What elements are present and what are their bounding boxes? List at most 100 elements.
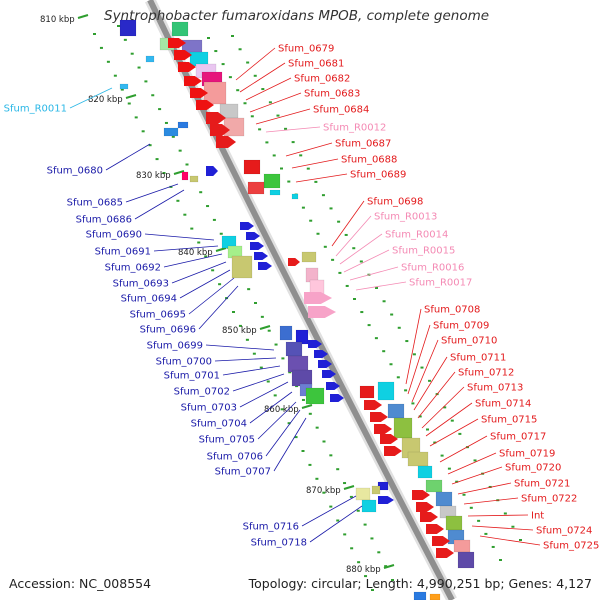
gene-label-sfum_0699-leader (205, 344, 275, 351)
kbp-tick-label: 870 kbp (306, 486, 341, 496)
gene-label-sfum_0694-leader (179, 269, 231, 299)
track-dot-right-outer (458, 432, 462, 435)
track-dot-right-outer (519, 539, 522, 541)
gene-block (181, 171, 189, 181)
track-dot-left-outer (183, 213, 187, 216)
gene-label-sfum_0682-leader (245, 77, 292, 101)
track-dot-right-inner (338, 271, 342, 274)
gene-block (163, 127, 179, 137)
track-dot-right-inner (411, 402, 415, 405)
track-dot-right-inner (367, 324, 371, 327)
gene-block (361, 499, 377, 513)
track-dot-right-outer (246, 61, 250, 64)
gene-arrow (258, 262, 272, 270)
track-dot-left-inner (322, 440, 326, 443)
track-dot-right-outer (329, 207, 333, 210)
gene-label-sfum_0683-leader (249, 92, 302, 113)
gene-label-sfum_0703-leader (239, 381, 289, 408)
gene-label-sfum_r0015-leader (343, 249, 390, 273)
gene-label-sfum_0696: Sfum_0696 (140, 325, 196, 336)
track-dot-left-inner (384, 565, 388, 568)
gene-label-sfum_0688-leader (291, 158, 339, 169)
track-dot-left-inner (267, 329, 271, 332)
gene-block (119, 83, 129, 90)
track-dot-right-inner (236, 89, 240, 92)
gene-arrow (364, 400, 382, 410)
kbp-tick-mark (173, 170, 185, 175)
track-dot-right-inner (272, 154, 276, 157)
gene-label-sfum_r0016: Sfum_R0016 (401, 263, 464, 274)
gene-label-sfum_0715: Sfum_0715 (481, 415, 537, 426)
track-dot-right-inner (477, 519, 481, 522)
genome-title: Syntrophobacter fumaroxidans MPOB, compl… (104, 8, 490, 24)
track-dot-left-outer (245, 338, 249, 341)
track-dot-right-outer (352, 247, 356, 250)
track-dot-right-inner (265, 141, 269, 144)
kbp-tick-mark (77, 14, 89, 19)
genome-backbone (147, 0, 455, 600)
gene-label-sfum_0725-leader (479, 535, 541, 546)
gene-arrow (288, 258, 300, 266)
gene-label-sfum_0700-leader (214, 357, 277, 362)
track-dot-right-outer (473, 459, 477, 462)
gene-arrow (206, 112, 226, 124)
track-dot-right-inner (469, 506, 473, 509)
gene-label-sfum_r0017-leader (355, 281, 407, 291)
gene-label-sfum_0699: Sfum_0699 (147, 341, 203, 352)
track-dot-right-inner (243, 102, 247, 105)
track-dot-right-inner (323, 245, 327, 248)
gene-label-sfum_0708: Sfum_0708 (424, 305, 480, 316)
track-dot-left-inner (363, 523, 367, 526)
track-dot-left-inner (301, 398, 305, 401)
track-dot-left-inner (336, 468, 340, 471)
track-dot-left-inner (308, 412, 312, 415)
track-dot-right-outer (284, 127, 288, 130)
gene-label-sfum_0709: Sfum_0709 (433, 321, 489, 332)
track-dot-left-inner (199, 191, 203, 194)
track-dot-right-outer (299, 154, 303, 157)
gene-label-sfum_0696-leader (198, 285, 239, 330)
gene-arrow (436, 548, 454, 558)
track-dot-right-outer (503, 512, 507, 515)
gene-block (223, 117, 245, 137)
track-dot-left-outer (211, 269, 215, 272)
track-dot-right-inner (404, 389, 408, 392)
track-dot-left-inner (151, 94, 155, 97)
track-dot-left-outer (266, 380, 270, 383)
gene-label-sfum_0689-leader (295, 173, 348, 183)
track-dot-left-outer (259, 366, 263, 369)
gene-label-sfum_0687: Sfum_0687 (335, 139, 391, 150)
track-dot-left-outer (120, 88, 124, 91)
gene-label-sfum_0711: Sfum_0711 (450, 353, 506, 364)
gene-label-sfum_0719: Sfum_0719 (499, 449, 555, 460)
track-dot-right-outer (375, 287, 378, 289)
gene-arrow (330, 394, 344, 402)
gene-arrow (308, 340, 322, 348)
gene-block (269, 189, 281, 196)
gene-arrow (380, 434, 398, 444)
gene-label-sfum_0684: Sfum_0684 (313, 105, 369, 116)
gene-block (279, 325, 293, 341)
gene-label-sfum_0720-leader (451, 466, 503, 485)
gene-label-sfum_0698: Sfum_0698 (367, 197, 423, 208)
kbp-tick-mark (259, 325, 271, 330)
track-dot-right-inner (353, 298, 356, 300)
gene-block (145, 55, 155, 63)
gene-block (291, 369, 313, 387)
track-dot-right-inner (331, 258, 335, 261)
gene-label-sfum_0687-leader (285, 142, 333, 157)
gene-label-int: Int (531, 511, 544, 522)
gene-arrow (420, 512, 438, 522)
track-dot-right-outer (359, 260, 363, 263)
gene-label-sfum_0718-leader (309, 505, 363, 543)
gene-block (371, 485, 381, 495)
kbp-tick-label: 880 kbp (346, 565, 381, 575)
gene-label-sfum_0690: Sfum_0690 (86, 230, 142, 241)
gene-arrow (184, 76, 202, 86)
gene-label-sfum_0722: Sfum_0722 (521, 494, 577, 505)
track-dot-right-inner (491, 545, 495, 548)
gene-label-sfum_0714: Sfum_0714 (475, 399, 531, 410)
gene-label-sfum_0716-leader (301, 495, 357, 527)
track-dot-right-outer (420, 366, 424, 369)
gene-arrow (416, 502, 434, 512)
